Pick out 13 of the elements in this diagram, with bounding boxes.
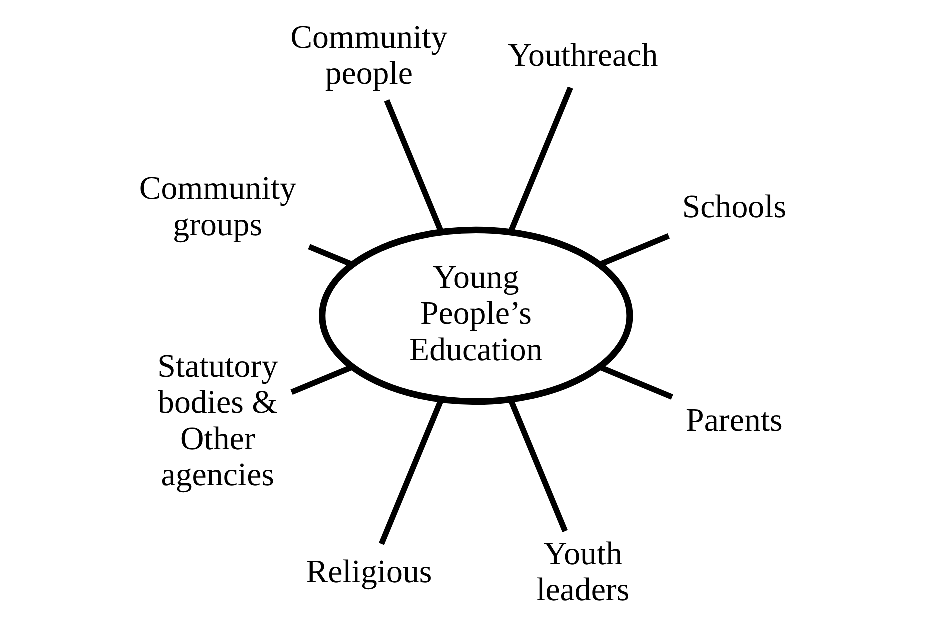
connector — [598, 364, 673, 400]
node-text: Religious — [306, 554, 432, 591]
node-text: Schools — [682, 189, 786, 226]
node-text: Statutory bodies & Other agencies — [157, 348, 278, 494]
node-text: Parents — [686, 403, 782, 440]
node-ellipse: Young People’s Education — [318, 226, 633, 406]
node-text: Youth leaders — [536, 536, 630, 609]
connector — [598, 233, 670, 268]
connector — [308, 244, 353, 268]
node-text: Youthreach — [508, 38, 658, 74]
node-text: Community groups — [138, 171, 296, 244]
connector — [290, 364, 353, 396]
node-text: Community people — [290, 20, 448, 92]
